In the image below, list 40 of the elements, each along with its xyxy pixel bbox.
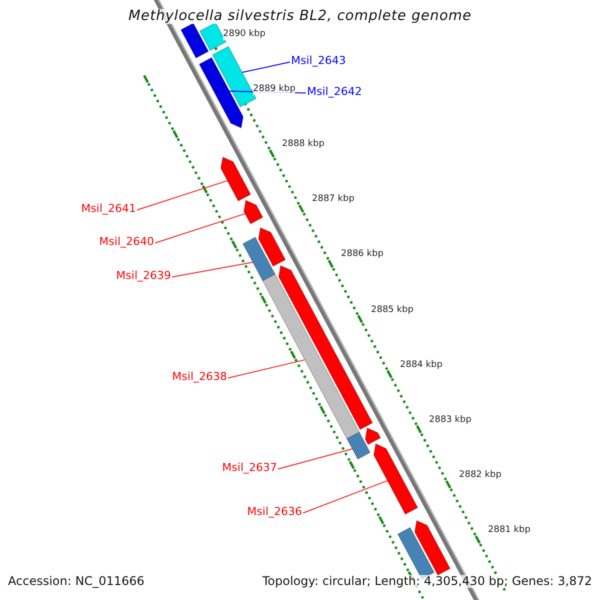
gene-block xyxy=(243,200,264,224)
leader-line xyxy=(228,359,306,378)
gene-block xyxy=(180,22,209,59)
scale-label: 2886 kbp xyxy=(341,250,384,260)
gene-block xyxy=(242,236,276,282)
map-title: Methylocella silvestris BL2, complete genome xyxy=(128,9,472,24)
accession-text: Accession: NC_011666 xyxy=(8,575,144,588)
genome-summary-text: Topology: circular; Length: 4,305,430 bp; Genes: 3,872 xyxy=(262,575,592,588)
gene-label: Msil_2639 xyxy=(116,270,171,282)
gene-block xyxy=(364,427,382,446)
leader-line xyxy=(302,480,388,514)
gene-label: Msil_2642 xyxy=(307,86,362,98)
gene-label: Msil_2643 xyxy=(291,55,346,68)
gene-block xyxy=(198,57,244,128)
gene-label: Msil_2638 xyxy=(172,371,227,384)
scale-label: 2889 kbp xyxy=(253,85,296,95)
leader-line xyxy=(172,262,254,278)
leader-line xyxy=(154,213,246,244)
leader-line xyxy=(136,180,228,210)
scale-label: 2884 kbp xyxy=(400,361,442,371)
gene-label: Msil_2637 xyxy=(222,462,277,474)
gene-label: Msil_2641 xyxy=(81,203,136,216)
gene-block xyxy=(278,265,374,430)
gene-block xyxy=(346,432,371,460)
scale-label: 2885 kbp xyxy=(371,306,414,316)
scale-label: 2881 kbp xyxy=(488,526,530,536)
gene-block xyxy=(373,443,418,515)
leader-line xyxy=(242,62,290,73)
scale-label: 2888 kbp xyxy=(282,140,324,150)
leader-line xyxy=(278,448,353,470)
gene-block xyxy=(414,520,451,576)
scale-label: 2887 kbp xyxy=(312,195,354,205)
gene-block xyxy=(220,156,252,202)
gene-block xyxy=(262,274,360,440)
gene-label: Msil_2640 xyxy=(99,236,154,248)
scale-label: 2882 kbp xyxy=(459,471,502,481)
scale-label: 2890 kbp xyxy=(223,30,266,40)
gene-label: Msil_2636 xyxy=(247,506,302,518)
scale-label: 2883 kbp xyxy=(429,416,472,426)
gene-block xyxy=(258,227,286,267)
